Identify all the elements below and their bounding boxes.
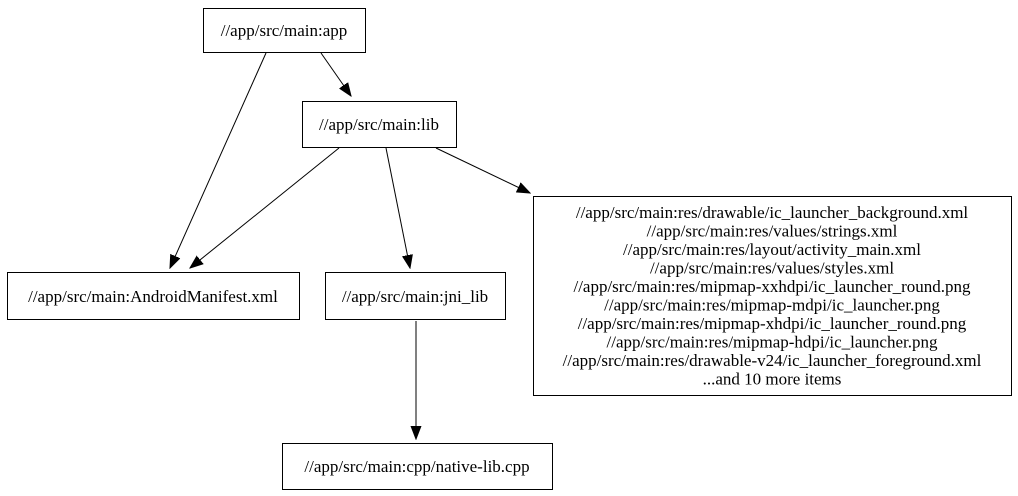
- node-resources-more-items-label: ...and 10 more items: [703, 370, 842, 389]
- node-android-manifest-label: //app/src/main:AndroidManifest.xml: [28, 287, 278, 306]
- node-jni-lib-box: [325, 272, 506, 320]
- edge-lib-to-resources: [435, 147, 530, 193]
- edge-lib-to-manifest: [190, 147, 340, 268]
- edge-app-to-manifest: [170, 52, 267, 268]
- node-native-lib-label: //app/src/main:cpp/native-lib.cpp: [304, 457, 529, 476]
- node-resources-line: //app/src/main:res/drawable-v24/ic_launc…: [563, 351, 982, 370]
- node-jni-lib: //app/src/main:jni_lib: [325, 272, 506, 320]
- node-native-lib: //app/src/main:cpp/native-lib.cpp: [282, 443, 553, 490]
- node-jni-lib-label: //app/src/main:jni_lib: [342, 287, 488, 306]
- node-android-manifest: //app/src/main:AndroidManifest.xml: [7, 272, 300, 320]
- node-resources-line: //app/src/main:res/mipmap-xhdpi/ic_launc…: [578, 314, 967, 333]
- node-resources: //app/src/main:res/drawable/ic_launcher_…: [533, 196, 1012, 396]
- node-android-manifest-box: [7, 272, 300, 320]
- node-app: //app/src/main:app: [203, 8, 366, 53]
- node-resources-line: //app/src/main:res/mipmap-xxhdpi/ic_laun…: [573, 277, 971, 296]
- node-lib-box: [302, 101, 457, 148]
- node-app-box: [203, 8, 366, 53]
- node-native-lib-box: [282, 443, 553, 490]
- edge-lib-to-jni-lib: [385, 147, 410, 268]
- node-resources-line: //app/src/main:res/layout/activity_main.…: [623, 240, 921, 259]
- edge-app-to-lib: [320, 52, 351, 96]
- node-lib-label: //app/src/main:lib: [319, 115, 439, 134]
- node-resources-line: //app/src/main:res/mipmap-mdpi/ic_launch…: [604, 296, 940, 315]
- node-resources-line: //app/src/main:res/values/strings.xml: [647, 222, 898, 241]
- node-lib: //app/src/main:lib: [302, 101, 457, 148]
- node-resources-line: //app/src/main:res/values/styles.xml: [650, 259, 894, 278]
- node-resources-line: //app/src/main:res/mipmap-hdpi/ic_launch…: [607, 333, 938, 352]
- edges: [170, 52, 530, 439]
- node-resources-box: [533, 196, 1012, 396]
- node-app-label: //app/src/main:app: [221, 21, 348, 40]
- node-resources-line: //app/src/main:res/drawable/ic_launcher_…: [576, 203, 969, 222]
